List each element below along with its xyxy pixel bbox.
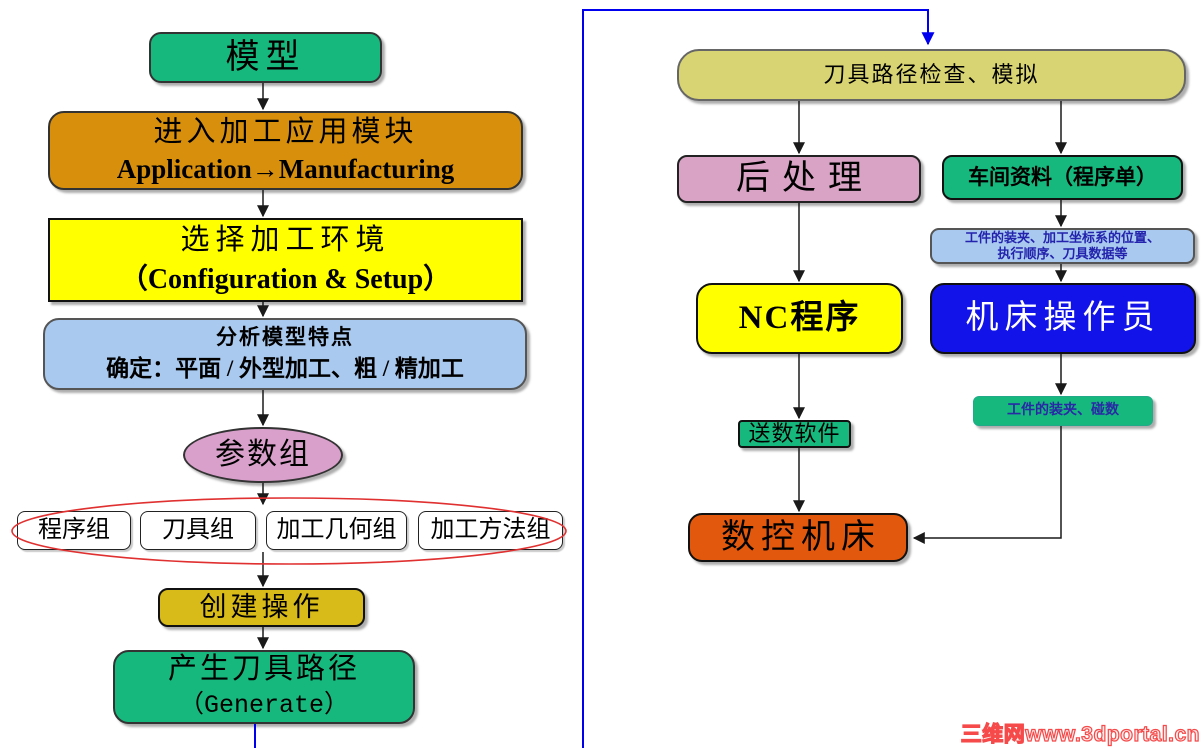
node-nc-program: NC程序 [696,283,903,354]
enter-module-line2: Application→Manufacturing [116,154,455,185]
method-group-label: 加工方法组 [430,516,551,543]
post-process-label: 后处理 [736,160,874,198]
node-cnc-machine: 数控机床 [688,513,908,562]
node-generate-toolpath: 产生刀具路径 （Generate） [113,650,415,724]
select-env-line1: 选择加工环境 [180,224,391,257]
arrow-setup-to-cnc [912,426,1062,544]
node-tool-group: 刀具组 [140,511,256,550]
program-group-label: 程序组 [38,516,110,543]
node-shop-documents-note: 工件的装夹、加工坐标系的位置、 执行顺序、刀具数据等 [930,228,1195,264]
node-shop-documents: 车间资料（程序单） [942,155,1183,200]
nc-program-label: NC程序 [738,299,861,336]
transfer-software-label: 送数软件 [748,421,841,447]
enter-module-line1: 进入加工应用模块 [153,115,418,148]
node-geometry-group: 加工几何组 [266,511,407,550]
node-create-operation: 创建操作 [158,588,365,627]
node-transfer-software: 送数软件 [738,420,851,448]
create-operation-label: 创建操作 [199,591,324,622]
toolpath-check-label: 刀具路径检查、模拟 [823,62,1040,88]
machine-operator-label: 机床操作员 [965,299,1161,336]
node-analyze-model: 分析模型特点 确定：平面 / 外型加工、粗 / 精加工 [43,318,527,390]
tool-group-label: 刀具组 [162,516,234,543]
geometry-group-label: 加工几何组 [276,516,397,543]
watermark-text: 三维网www.3dportal.cn [960,722,1200,746]
node-machine-operator: 机床操作员 [930,283,1196,354]
param-group-label: 参数组 [215,437,311,471]
blue-line-loop-to-check [582,9,935,748]
node-toolpath-check: 刀具路径检查、模拟 [677,49,1186,101]
setup-note-label: 工件的装夹、碰数 [1007,402,1119,418]
generate-line1: 产生刀具路径 [167,652,360,685]
select-env-line2: （Configuration & Setup） [119,263,452,295]
shop-documents-label: 车间资料（程序单） [968,165,1157,190]
generate-line2: （Generate） [178,691,350,721]
analyze-line1: 分析模型特点 [216,325,354,350]
node-program-group: 程序组 [17,511,131,550]
analyze-line2: 确定：平面 / 外型加工、粗 / 精加工 [106,356,464,382]
model-label: 模型 [225,38,306,76]
shop-docs-note-line1: 工件的装夹、加工坐标系的位置、 [964,230,1160,245]
node-method-group: 加工方法组 [418,511,563,550]
node-model: 模型 [149,32,382,83]
node-enter-manufacturing-module: 进入加工应用模块 Application→Manufacturing [48,111,523,190]
watermark: 三维网www.3dportal.cn [950,718,1200,748]
cnc-machine-label: 数控机床 [721,518,881,556]
node-workpiece-setup-note: 工件的装夹、碰数 [973,396,1153,426]
node-select-environment: 选择加工环境 （Configuration & Setup） [48,218,523,302]
node-parameter-group-ellipse: 参数组 [183,427,343,483]
shop-docs-note-line2: 执行顺序、刀具数据等 [997,246,1128,261]
node-post-process: 后处理 [677,155,921,203]
